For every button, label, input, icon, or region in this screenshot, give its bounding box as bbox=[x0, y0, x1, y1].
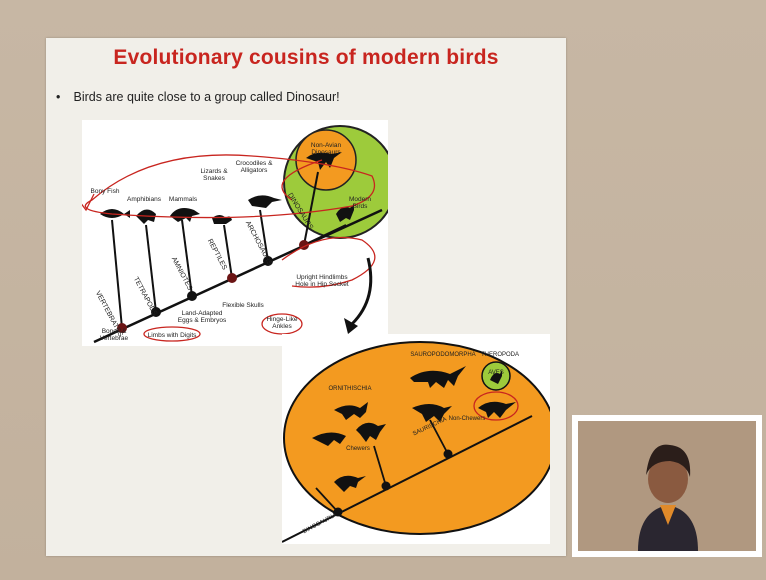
taxon-crocodiles: Crocodiles & Alligators bbox=[232, 160, 276, 174]
trait-bones-vertebrae: Bones & Vertebrae bbox=[96, 328, 132, 342]
trait-limbs-digits: Limbs with Digits bbox=[142, 332, 202, 339]
taxon-lizards-snakes: Lizards & Snakes bbox=[196, 168, 232, 182]
trait-upright-hindlimbs: Upright Hindlimbs Hole in Hip Socket bbox=[294, 274, 350, 288]
cladogram-figure: Bony Fish Amphibians Mammals Lizards & S… bbox=[82, 120, 388, 346]
bullet-text: Birds are quite close to a group called … bbox=[73, 90, 339, 104]
presenter-video-frame bbox=[578, 421, 756, 551]
taxon-amphibians: Amphibians bbox=[122, 196, 166, 203]
taxon-bony-fish: Bony Fish bbox=[90, 188, 120, 195]
label-non-chewers: Non-Chewers bbox=[442, 416, 492, 423]
label-ornithischia: ORNITHISCHIA bbox=[322, 386, 378, 393]
slide-title: Evolutionary cousins of modern birds bbox=[46, 46, 566, 70]
taxon-non-avian-dinosaurs: Non-Avian Dinosaurs bbox=[304, 142, 348, 156]
trait-flexible-skulls: Flexible Skulls bbox=[218, 302, 268, 309]
bullet-dot-icon: • bbox=[56, 90, 70, 104]
dinosaur-tree-drawing bbox=[282, 334, 550, 544]
trait-hinge-ankles: Hinge-Like Ankles bbox=[264, 316, 300, 330]
presentation-slide: Evolutionary cousins of modern birds • B… bbox=[46, 38, 566, 556]
presenter-figure bbox=[578, 421, 756, 551]
taxon-mammals: Mammals bbox=[164, 196, 202, 203]
label-theropoda: THEROPODA bbox=[478, 352, 522, 359]
presenter-video bbox=[572, 415, 762, 557]
label-sauropodomorpha: SAUROPODOMORPHA bbox=[408, 352, 478, 359]
dinosaur-tree-figure: SAUROPODOMORPHA THEROPODA AVES ORNITHISC… bbox=[282, 334, 550, 544]
slide-footer-mark bbox=[46, 540, 126, 550]
label-aves: AVES bbox=[484, 370, 508, 377]
label-chewers: Chewers bbox=[338, 446, 378, 453]
bullet-item: • Birds are quite close to a group calle… bbox=[56, 90, 340, 104]
taxon-modern-birds: Modern Birds bbox=[344, 196, 376, 210]
trait-land-eggs: Land-Adapted Eggs & Embryos bbox=[174, 310, 230, 324]
